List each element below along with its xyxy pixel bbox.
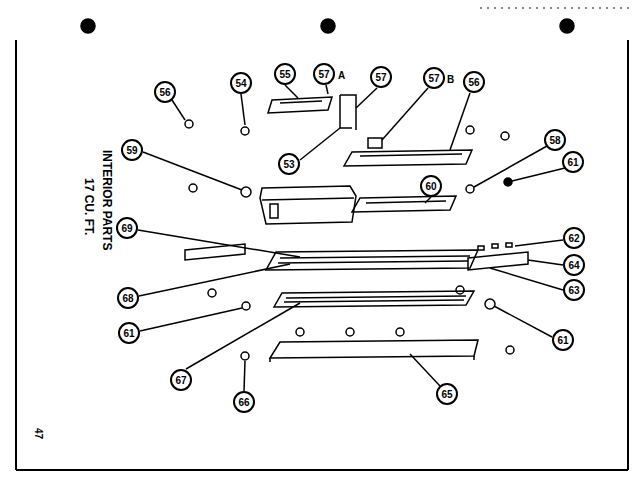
callout-circle: 66 bbox=[233, 391, 255, 413]
callout-circle: 61 bbox=[562, 151, 584, 173]
callout-circle: 56 bbox=[154, 81, 176, 103]
rotated-title: 17 CU. FT. bbox=[82, 178, 96, 235]
callout-number: 61 bbox=[557, 335, 568, 346]
callout-number: 61 bbox=[123, 328, 134, 339]
callout-suffix: B bbox=[447, 74, 454, 85]
callout-number: 57 bbox=[318, 69, 329, 80]
callout-number: 57 bbox=[375, 72, 386, 83]
callout-circle: 54 bbox=[230, 72, 252, 94]
callout-circle: 69 bbox=[116, 217, 138, 239]
callout-circle: 67 bbox=[170, 369, 192, 391]
rotated-title: 47 bbox=[33, 428, 44, 439]
callout-number: 63 bbox=[568, 285, 579, 296]
callout-number: 56 bbox=[159, 87, 170, 98]
callout-number: 58 bbox=[549, 135, 560, 146]
callout-circle: 68 bbox=[117, 287, 139, 309]
rotated-title: INTERIOR PARTS bbox=[100, 150, 114, 250]
callout-number: 53 bbox=[283, 159, 294, 170]
callout-circle: 60 bbox=[420, 175, 442, 197]
callout-number: 64 bbox=[568, 260, 579, 271]
callout-suffix: A bbox=[338, 70, 345, 81]
callout-circle: 57 bbox=[423, 67, 445, 89]
callout-circle: 57 bbox=[370, 66, 392, 88]
callout-circle: 55 bbox=[274, 63, 296, 85]
callout-circle: 53 bbox=[278, 153, 300, 175]
callout-number: 55 bbox=[279, 69, 290, 80]
callout-circle: 65 bbox=[436, 383, 458, 405]
callout-number: 60 bbox=[425, 181, 436, 192]
callout-circle: 59 bbox=[121, 139, 143, 161]
callout-number: 61 bbox=[567, 157, 578, 168]
callout-number: 69 bbox=[121, 223, 132, 234]
callout-circle: 61 bbox=[552, 329, 574, 351]
callout-number: 62 bbox=[568, 233, 579, 244]
callout-number: 57 bbox=[428, 73, 439, 84]
callout-circle: 56 bbox=[463, 71, 485, 93]
callout-circle: 58 bbox=[544, 129, 566, 151]
callout-number: 66 bbox=[238, 397, 249, 408]
callout-circle: 62 bbox=[563, 227, 585, 249]
callout-circle: 61 bbox=[118, 322, 140, 344]
callout-number: 59 bbox=[126, 145, 137, 156]
callout-circle: 57 bbox=[313, 63, 335, 85]
callout-number: 68 bbox=[122, 293, 133, 304]
callout-circle: 64 bbox=[563, 254, 585, 276]
callout-number: 56 bbox=[468, 77, 479, 88]
callout-number: 67 bbox=[175, 375, 186, 386]
callout-circle: 63 bbox=[563, 279, 585, 301]
callout-number: 65 bbox=[441, 389, 452, 400]
callout-number: 54 bbox=[235, 78, 246, 89]
